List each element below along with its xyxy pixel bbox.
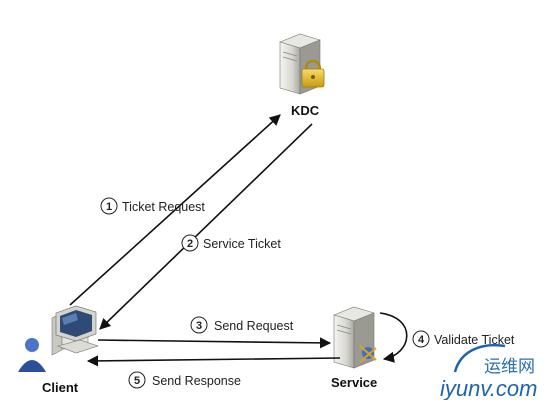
kdc-server-icon — [279, 33, 325, 95]
step-4-number: 4 — [418, 334, 425, 346]
service-label: Service — [331, 375, 377, 390]
step-2: 2 Service Ticket — [181, 234, 281, 252]
arrow-send-request — [97, 337, 332, 349]
step-3-number: 3 — [196, 320, 202, 332]
step-2-number: 2 — [187, 238, 193, 250]
step-5: 5 Send Response — [128, 371, 241, 389]
step-5-label: Send Response — [152, 374, 241, 388]
watermark-cn: 运维网 — [484, 357, 535, 377]
step-3: 3 Send Request — [190, 316, 294, 334]
step-1: 1 Ticket Request — [100, 197, 205, 215]
step-1-number: 1 — [106, 201, 112, 213]
lock-icon — [301, 59, 325, 88]
step-4: 4 Validate Ticket — [412, 330, 515, 348]
service-server-icon — [333, 306, 377, 369]
client-computer-icon — [51, 305, 99, 356]
watermark: 运维网 iyunv.com — [440, 343, 537, 400]
step-3-label: Send Request — [214, 319, 294, 333]
arrow-service-ticket — [99, 123, 313, 330]
arrow-send-response — [86, 355, 341, 367]
client-label: Client — [42, 380, 79, 395]
step-1-label: Ticket Request — [122, 200, 205, 214]
step-4-label: Validate Ticket — [434, 333, 515, 347]
arrow-validate-ticket — [379, 312, 408, 363]
step-2-label: Service Ticket — [203, 237, 281, 251]
watermark-en: iyunv.com — [440, 376, 537, 400]
arrow-ticket-request — [69, 114, 281, 306]
network-icon — [359, 345, 377, 363]
user-avatar-icon — [18, 338, 46, 372]
kdc-label: KDC — [291, 103, 320, 118]
step-5-number: 5 — [134, 375, 140, 387]
